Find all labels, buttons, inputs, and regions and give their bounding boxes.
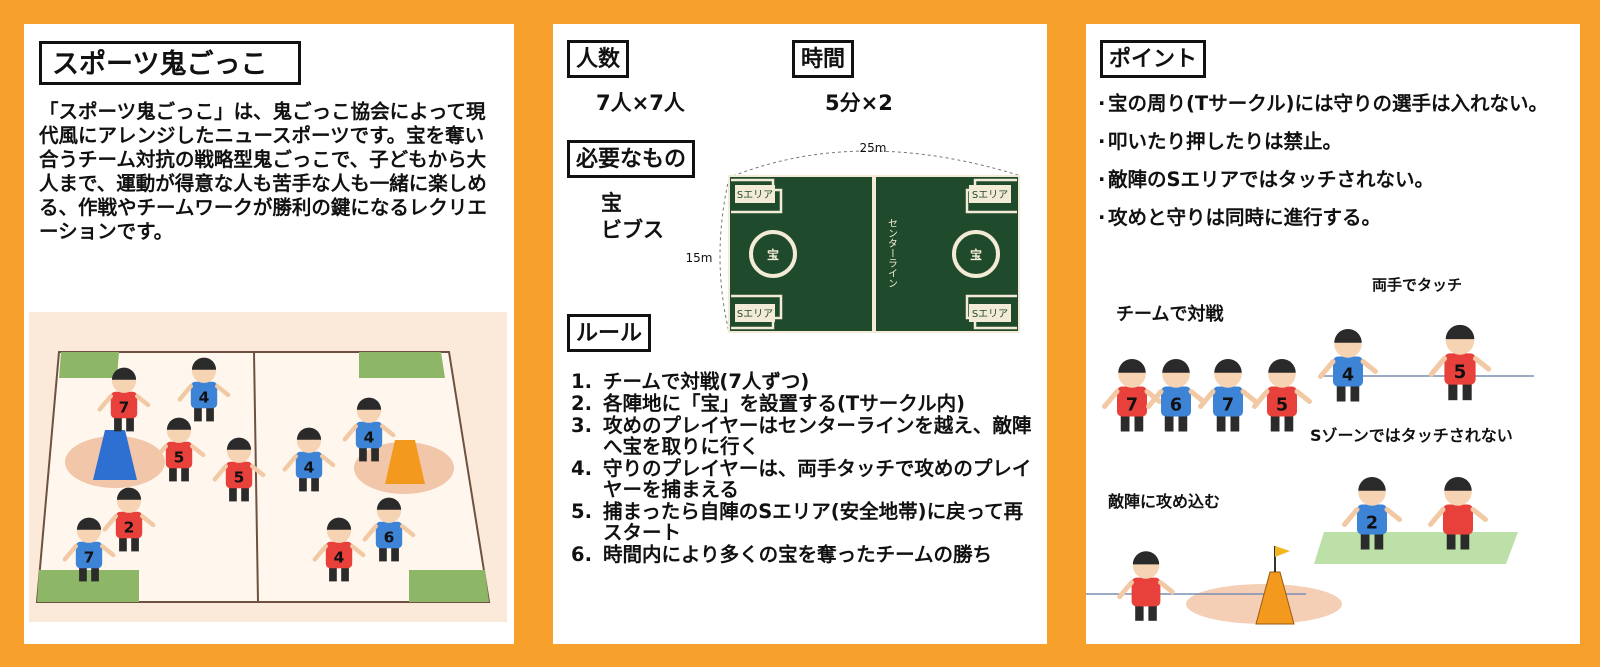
s-area-label: Sエリア xyxy=(737,190,773,201)
player-figure xyxy=(1117,551,1175,621)
bib-number: 5 xyxy=(1276,395,1288,415)
bib-number: 7 xyxy=(119,399,130,417)
intro-text: 「スポーツ鬼ごっこ」は、鬼ごっこ協会によって現代風にアレンジしたニュースポーツで… xyxy=(39,100,487,243)
player-figure: 6 xyxy=(1146,359,1206,432)
s-area-label: Sエリア xyxy=(972,190,1008,201)
points-list: ·宝の周り(Tサークル)には守りの選手は入れない。 ·叩いたり押したりは禁止。 … xyxy=(1098,93,1573,245)
bib-number: 5 xyxy=(1454,362,1467,383)
bib-number: 7 xyxy=(84,549,95,567)
player-figure: 4 xyxy=(177,357,231,422)
player-figure xyxy=(1428,477,1488,550)
time-value: 5分×2 xyxy=(825,91,893,115)
rule-item: 2.各陣地に「宝」を設置する(Tサークル内) xyxy=(571,392,966,415)
bib-number: 2 xyxy=(124,519,135,537)
cone-flag xyxy=(1255,546,1295,625)
point-item: ·攻めと守りは同時に進行する。 xyxy=(1098,206,1382,229)
bib-number: 4 xyxy=(304,459,315,477)
player-figure: 7 xyxy=(1198,359,1258,432)
rule-item: 6.時間内により多くの宝を奪ったチームの勝ち xyxy=(571,543,993,566)
player-figure: 6 xyxy=(362,497,416,562)
center-line-label: センターライン xyxy=(886,218,898,288)
bib-number: 7 xyxy=(1222,395,1234,415)
game-scene-illustration: 7 4 5 5 4 4 2 7 4 6 xyxy=(29,312,507,622)
intro-panel: スポーツ鬼ごっこ 「スポーツ鬼ごっこ」は、鬼ごっこ協会によって現代風にアレンジし… xyxy=(24,24,514,644)
points-panel: ポイント ·宝の周り(Tサークル)には守りの選手は入れない。 ·叩いたり押したり… xyxy=(1086,24,1580,644)
page-title: スポーツ鬼ごっこ xyxy=(39,41,301,85)
player-figure: 5 xyxy=(1252,359,1312,432)
players-value: 7人×7人 xyxy=(596,91,685,115)
point-item: ·叩いたり押したりは禁止。 xyxy=(1098,130,1343,153)
rule-item: 4.守りのプレイヤーは、両手タッチで攻めのプレイヤーを捕まえる xyxy=(571,457,1032,501)
point-item: ·敵陣のSエリアではタッチされない。 xyxy=(1098,168,1435,191)
bib-number: 7 xyxy=(1126,395,1138,415)
player-figure: 4 xyxy=(282,427,336,492)
rules-list: 1.チームで対戦(7人ずつ) 2.各陣地に「宝」を設置する(Tサークル内) 3.… xyxy=(571,371,1033,566)
player-figure: 4 xyxy=(312,517,366,582)
needs-item: 宝 xyxy=(601,191,622,215)
time-heading: 時間 xyxy=(792,40,855,78)
players-heading: 人数 xyxy=(567,40,630,78)
needs-heading: 必要なもの xyxy=(567,140,696,178)
bib-number: 4 xyxy=(199,389,210,407)
treasure-label: 宝 xyxy=(970,247,982,262)
field-height-label: 15m xyxy=(686,251,713,265)
field-width-label: 25m xyxy=(860,141,887,155)
player-figure: 4 xyxy=(342,397,396,462)
player-figures: 7 6 7 5 4 5 2 xyxy=(1102,324,1492,621)
player-figure: 5 xyxy=(152,417,206,482)
player-figure: 2 xyxy=(1342,477,1402,550)
bib-number: 6 xyxy=(384,529,395,547)
bib-number: 4 xyxy=(1342,365,1354,385)
player-figure: 2 xyxy=(102,487,156,552)
caption-two-hands: 両手でタッチ xyxy=(1372,276,1463,294)
s-area-label: Sエリア xyxy=(972,309,1008,320)
bib-number: 2 xyxy=(1366,513,1378,533)
treasure-label: 宝 xyxy=(767,247,779,262)
caption-attack: 敵陣に攻め込む xyxy=(1108,492,1221,511)
player-figure: 5 xyxy=(1428,324,1492,401)
bib-number: 4 xyxy=(334,549,345,567)
rules-heading: ルール xyxy=(567,314,652,352)
needs-item: ビブス xyxy=(601,218,664,242)
caption-s-zone: Sゾーンではタッチされない xyxy=(1310,426,1513,445)
player-figure: 5 xyxy=(212,437,266,502)
rule-item: 1.チームで対戦(7人ずつ) xyxy=(571,370,810,393)
rule-item: 5.捕まったら自陣のSエリア(安全地帯)に戻って再スタート xyxy=(571,500,1024,544)
player-figure: 7 xyxy=(1102,359,1162,432)
points-illustration: 7 6 7 5 4 5 2 xyxy=(1086,324,1534,625)
bib-number: 6 xyxy=(1170,395,1182,415)
player-figure: 4 xyxy=(1318,329,1378,402)
bib-number: 5 xyxy=(234,469,245,487)
player-figures: 7 4 5 5 4 4 2 7 4 6 xyxy=(62,357,416,582)
s-area-label: Sエリア xyxy=(737,309,773,320)
points-heading: ポイント xyxy=(1100,40,1207,78)
player-figure: 7 xyxy=(97,367,151,432)
field-diagram: 25m 15m Sエリア Sエリア Sエリア Sエリア 宝 宝 センターライン xyxy=(686,141,1022,333)
player-figure: 7 xyxy=(62,517,116,582)
bib-number: 4 xyxy=(364,429,375,447)
caption-team: チームで対戦 xyxy=(1116,304,1224,325)
point-item: ·宝の周り(Tサークル)には守りの選手は入れない。 xyxy=(1098,92,1549,115)
rules-panel: 人数 7人×7人 時間 5分×2 必要なもの 宝 ビブス 25m 15m Sエリ… xyxy=(553,24,1047,644)
bib-number: 5 xyxy=(174,449,185,467)
rule-item: 3.攻めのプレイヤーはセンターラインを越え、敵陣へ宝を取りに行く xyxy=(571,414,1032,458)
